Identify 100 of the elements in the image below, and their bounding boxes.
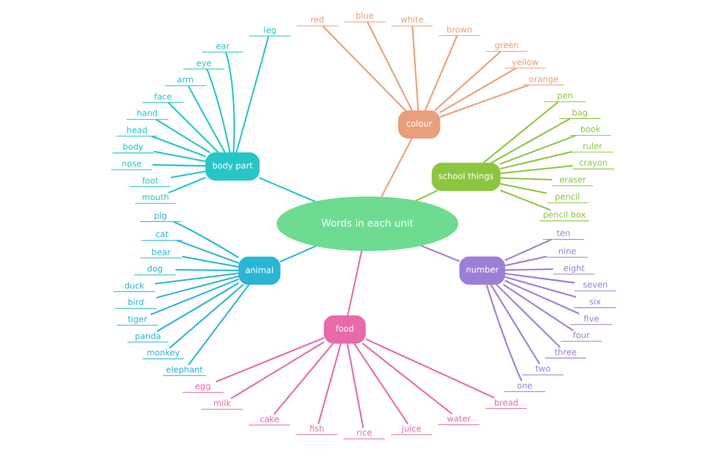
connector (155, 118, 210, 154)
connector (279, 245, 316, 262)
node-text: pencil box (542, 210, 586, 220)
node-ellipse: Words in each unit (276, 196, 458, 251)
node-text: pencil (554, 192, 580, 202)
connector (499, 183, 546, 194)
connector (424, 35, 458, 111)
connector (495, 284, 560, 348)
connector (206, 68, 230, 153)
node-text: bread (494, 397, 518, 408)
node-text: hand (136, 108, 158, 118)
node-box: animal (238, 256, 280, 285)
connector (150, 136, 206, 158)
node-text: crayon (578, 158, 608, 168)
connector (170, 170, 206, 178)
node-text: ear (215, 40, 230, 51)
connector (411, 26, 418, 111)
node-text: water (446, 413, 470, 424)
node-text: red (310, 14, 324, 25)
connector (230, 341, 324, 400)
connector (490, 118, 570, 164)
connector (346, 250, 362, 316)
connector (168, 284, 244, 349)
connector (317, 343, 342, 424)
node-text: yellow (511, 56, 538, 67)
node-text: bear (151, 246, 170, 257)
node-text: leg (263, 24, 276, 35)
connector (153, 150, 206, 162)
connector (500, 164, 572, 174)
node-text: nine (558, 246, 576, 256)
node-text: one (516, 380, 532, 390)
node-text: four (572, 330, 590, 340)
node-text: body (122, 142, 143, 152)
node-text: eraser (558, 174, 586, 185)
connector (352, 342, 408, 424)
connector (156, 282, 239, 332)
connector (504, 276, 576, 298)
node-text: arm (176, 74, 194, 85)
connector (439, 84, 528, 118)
node-text: orange (528, 74, 558, 84)
connector (380, 138, 412, 198)
connector (500, 151, 572, 170)
connector (235, 36, 269, 153)
node-text: bird (127, 297, 144, 308)
connector (187, 86, 226, 154)
node-text: green (494, 40, 518, 50)
node-text: duck (124, 280, 144, 290)
connector (322, 26, 406, 112)
connector (215, 337, 324, 382)
connector (504, 268, 553, 271)
node-text: book (580, 124, 600, 134)
connector (258, 177, 316, 202)
connector (438, 68, 516, 114)
node-text: three (554, 346, 576, 357)
node-text: two (534, 364, 550, 374)
connector (502, 284, 574, 332)
node-text: juice (401, 423, 421, 434)
node-text: tiger (127, 314, 147, 324)
connector (504, 256, 546, 266)
node-text: panda (134, 330, 161, 341)
node-text: brown (446, 24, 472, 34)
connector (187, 284, 250, 366)
node-box: school things (431, 162, 500, 191)
node-text: white (400, 14, 424, 25)
connector (482, 101, 558, 164)
connector (504, 238, 552, 262)
node-box: colour (398, 110, 440, 139)
node-box: number (458, 256, 505, 285)
connector (504, 280, 580, 314)
node-text: mouth (141, 192, 169, 202)
node-text: five (583, 313, 599, 324)
node-text: cat (155, 229, 168, 240)
connector (366, 22, 412, 111)
node-text: foot (141, 175, 158, 186)
node-text: eye (196, 58, 212, 68)
node-box: food (323, 315, 366, 344)
connector (172, 220, 239, 258)
connector (346, 343, 364, 428)
connector (273, 342, 334, 415)
node-text: ruler (582, 140, 602, 151)
node-text: eight (562, 262, 584, 273)
node-text: fish (308, 423, 324, 434)
node-text: head (126, 124, 147, 135)
node-text: nose (121, 158, 142, 169)
node-text: seven (582, 280, 608, 290)
node-text: ten (556, 228, 570, 238)
connector (181, 256, 238, 268)
connector (485, 284, 522, 382)
connector (156, 275, 238, 298)
connector (361, 342, 452, 414)
connector (168, 176, 206, 194)
connector (152, 164, 206, 167)
connector (224, 52, 234, 153)
connector (175, 268, 238, 272)
node-text: rice (356, 428, 372, 438)
node-text: six (588, 296, 600, 306)
connector (420, 244, 460, 262)
connector (490, 284, 540, 364)
connector (504, 272, 574, 284)
connector (176, 240, 239, 264)
